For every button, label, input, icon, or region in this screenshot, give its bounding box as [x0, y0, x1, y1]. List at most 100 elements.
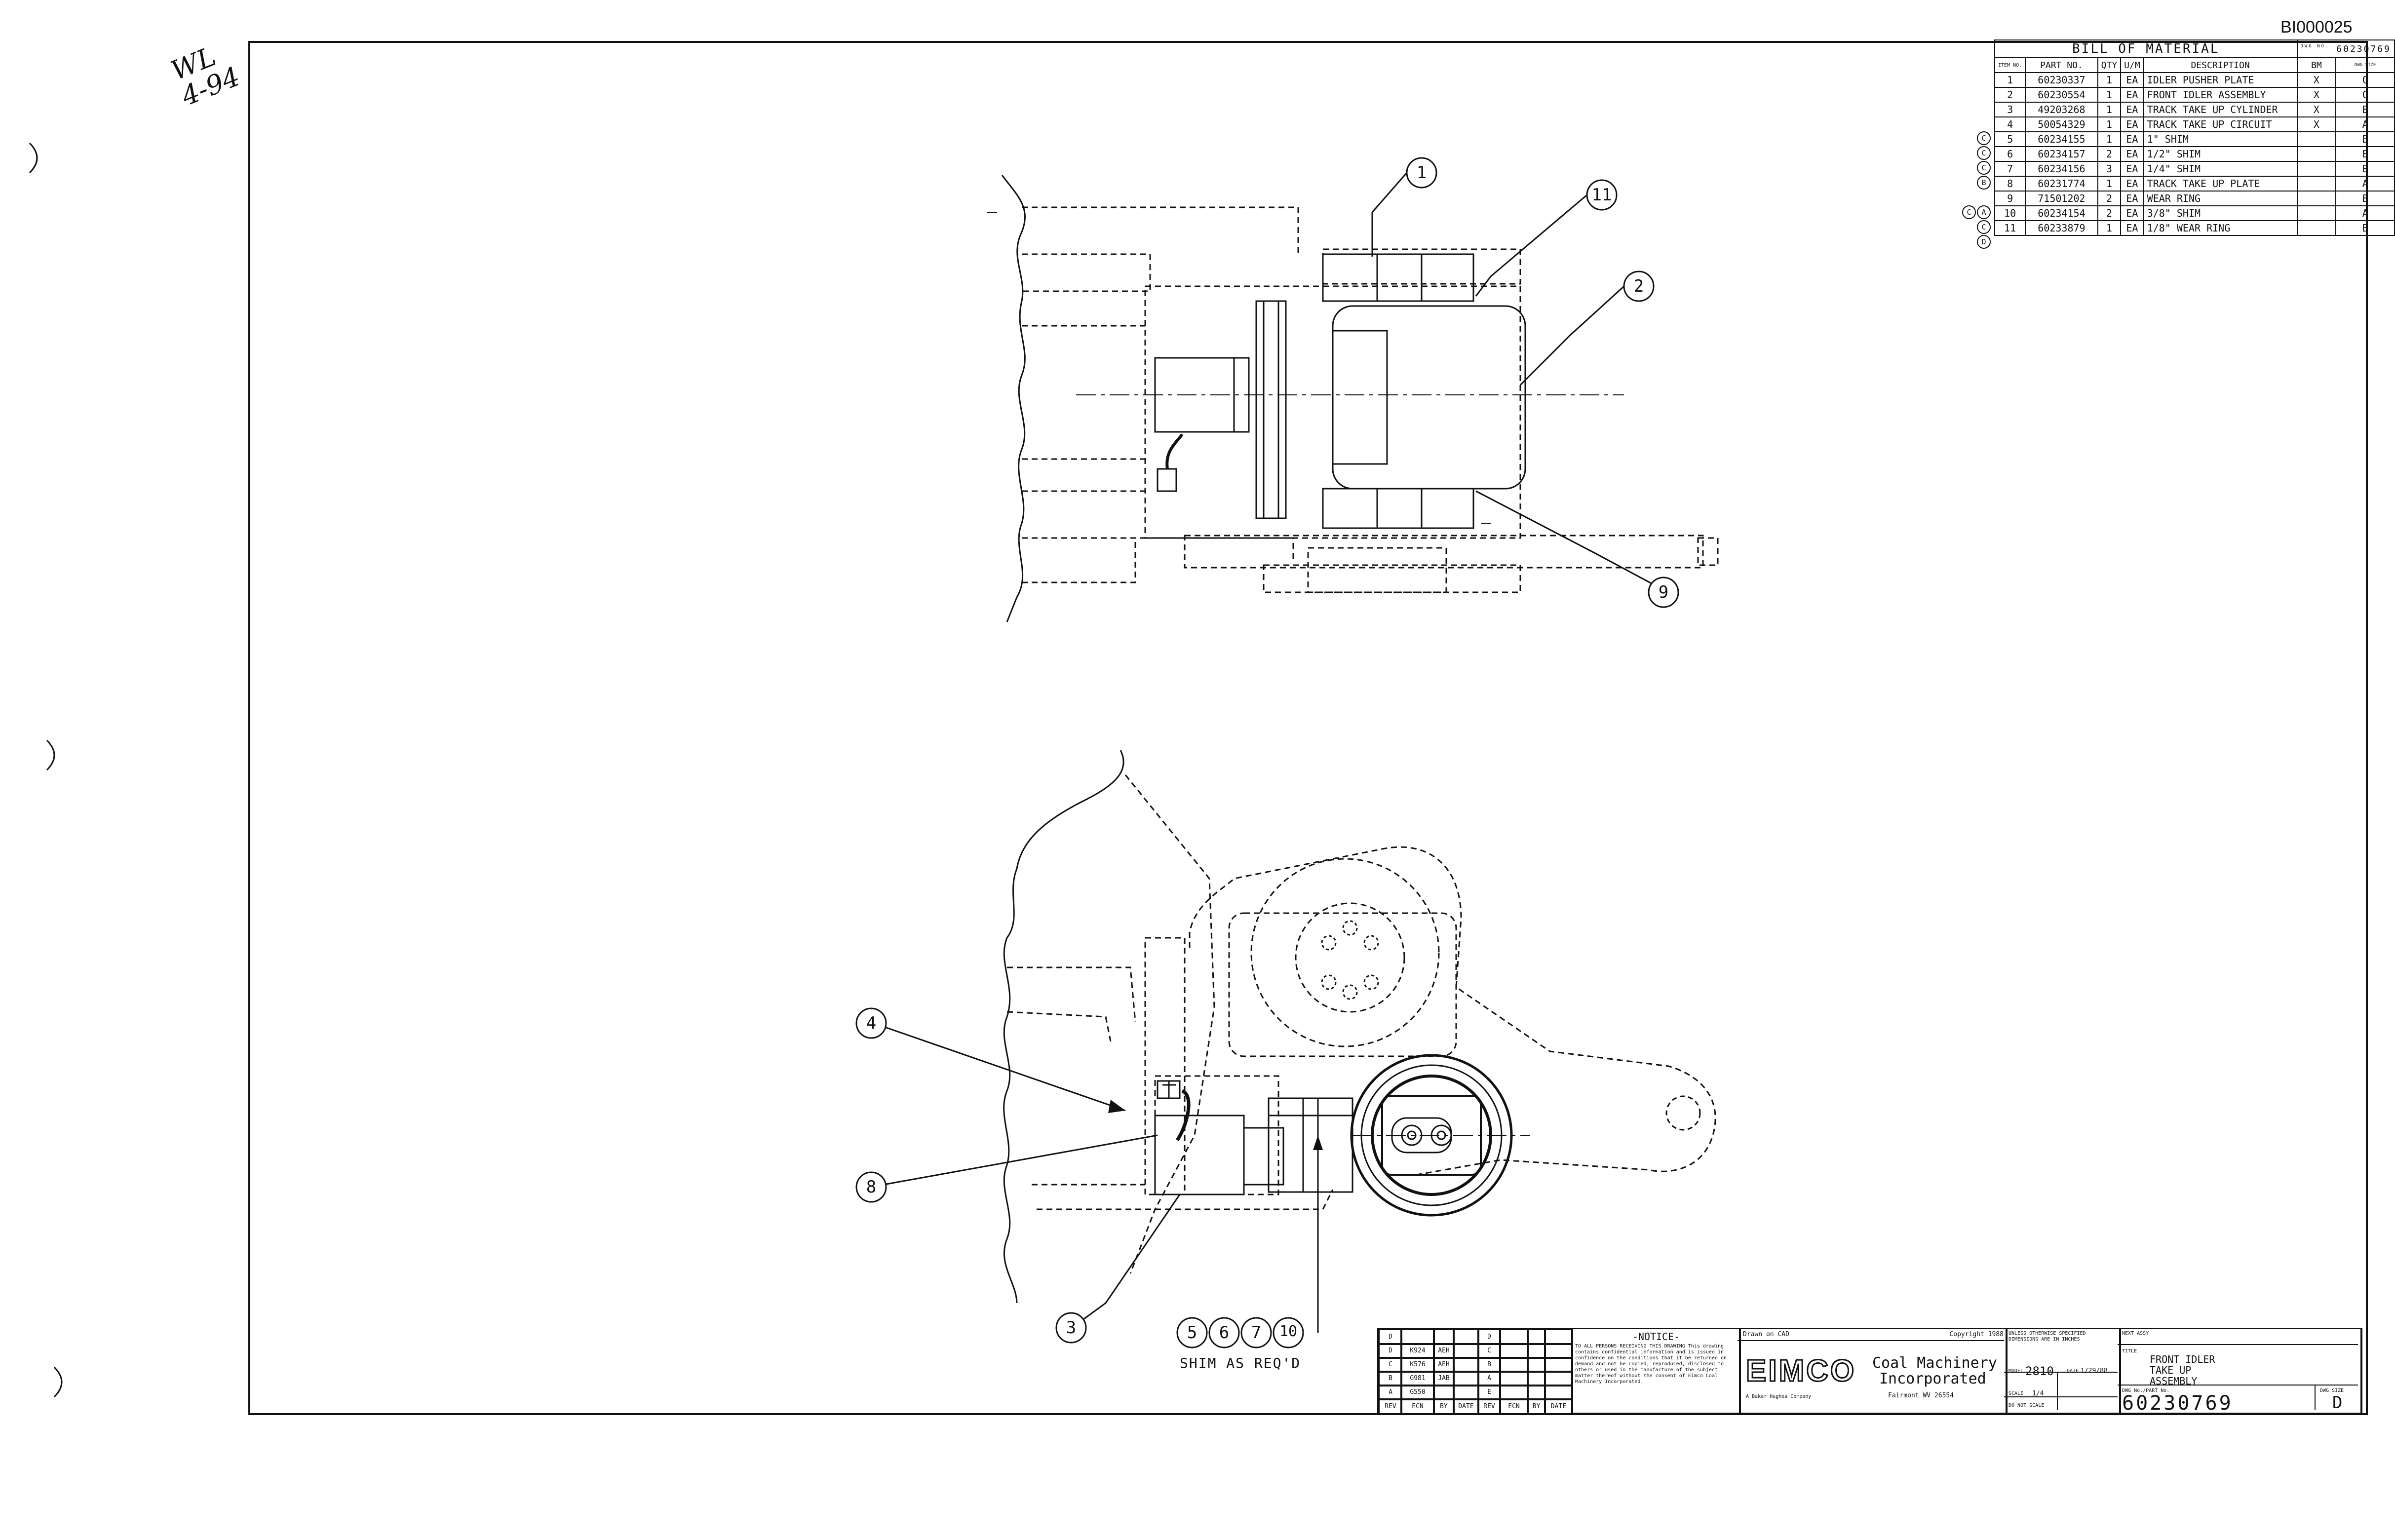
bom-size: B — [2335, 191, 2395, 206]
scan-mark — [29, 142, 38, 174]
cylinder-rod — [1243, 1127, 1284, 1186]
bom-size: A — [2335, 176, 2395, 192]
revision-empty-cell — [1527, 1371, 1546, 1386]
bom-qty: 1 — [2097, 131, 2122, 147]
bom-um: EA — [2120, 146, 2144, 162]
revision-by — [1433, 1329, 1455, 1345]
notice-box: -NOTICE- TO ALL PERSONS RECEIVING THIS D… — [1571, 1328, 1741, 1414]
revision-empty-cell — [1499, 1357, 1529, 1373]
revision-empty-cell — [1527, 1343, 1546, 1359]
bom-header-description: DESCRIPTION — [2143, 57, 2298, 73]
revision-date — [1453, 1357, 1479, 1373]
company-box: Drawn on CAD Copyright 1988 EIMCO Coal M… — [1739, 1328, 2008, 1414]
bom-part-no: 60234155 — [2025, 131, 2098, 147]
idler-hub — [1332, 330, 1388, 465]
frame-outline — [1022, 253, 1151, 292]
frame-outline — [1022, 206, 1299, 257]
bom-description: TRACK TAKE UP CYLINDER — [2143, 102, 2298, 117]
revision-marker: C — [1977, 131, 1991, 145]
bom-bm — [2296, 205, 2337, 221]
bom-part-no: 60234156 — [2025, 161, 2098, 177]
revision-letter: A — [1379, 1385, 1402, 1400]
revision-letter: C — [1379, 1357, 1402, 1373]
bom-header-bm: BM — [2296, 57, 2337, 73]
revision-letter-right: A — [1477, 1371, 1501, 1386]
bom-item: 6 — [1994, 146, 2026, 162]
bom-um: EA — [2120, 191, 2144, 206]
document-id: BI000025 — [2280, 18, 2353, 37]
bom-description: FRONT IDLER ASSEMBLY — [2143, 87, 2298, 103]
scale-value: 1/4 — [2032, 1390, 2044, 1397]
arrow-heads — [1108, 1100, 1323, 1150]
frame-outline — [1022, 538, 1136, 583]
bom-um: EA — [2120, 161, 2144, 177]
bom-part-no: 60234154 — [2025, 205, 2098, 221]
bom-size: C — [2335, 72, 2395, 88]
bom-part-no: 50054329 — [2025, 116, 2098, 132]
revision-date — [1453, 1385, 1479, 1400]
balloon-11: 11 — [1591, 185, 1612, 205]
revision-date — [1453, 1343, 1479, 1359]
title-line-1: FRONT IDLER — [2150, 1353, 2215, 1365]
balloon-1: 1 — [1416, 163, 1427, 183]
bom-header-um: U/M — [2120, 57, 2144, 73]
bom-bm: X — [2296, 72, 2337, 88]
bom-um: EA — [2120, 102, 2144, 117]
revision-ecn — [1400, 1329, 1435, 1345]
revision-empty-cell — [1499, 1329, 1529, 1345]
revision-by — [1433, 1385, 1455, 1400]
bom-bm: X — [2296, 116, 2337, 132]
balloon-6: 6 — [1219, 1323, 1230, 1343]
bom-description: WEAR RING — [2143, 191, 2298, 206]
company-sub: A Baker Hughes Company — [1746, 1394, 1812, 1399]
bom-dwg-value: 60230769 — [2336, 43, 2391, 54]
drawn-on-cad: Drawn on CAD — [1743, 1331, 1789, 1338]
frame-outline — [1184, 535, 1704, 569]
bom-bm: X — [2296, 87, 2337, 103]
bom-description: TRACK TAKE UP CIRCUIT — [2143, 116, 2298, 132]
revision-empty-cell — [1544, 1329, 1573, 1345]
bom-um: EA — [2120, 116, 2144, 132]
do-not-scale: DO NOT SCALE — [2009, 1403, 2045, 1408]
balloon-8: 8 — [866, 1177, 877, 1197]
bom-size: B — [2335, 146, 2395, 162]
bom-item: 7 — [1994, 161, 2026, 177]
frame-side — [1124, 774, 1215, 1274]
revision-header: ECN — [1499, 1398, 1529, 1415]
revision-header: DATE — [1544, 1398, 1573, 1415]
frame-outline — [1307, 547, 1447, 593]
bom-qty: 1 — [2097, 72, 2122, 88]
bom-dwg-label: DWG NO. — [2300, 43, 2330, 49]
bom-um: EA — [2120, 176, 2144, 192]
arm-hole — [1665, 1095, 1701, 1131]
bom-header-qty: QTY — [2097, 57, 2122, 73]
bom-um: EA — [2120, 131, 2144, 147]
balloon-circles — [855, 157, 1679, 1348]
bom-item: 5 — [1994, 131, 2026, 147]
bom-qty: 2 — [2097, 146, 2122, 162]
bom-part-no: 60233879 — [2025, 220, 2098, 236]
arm-inner — [1228, 912, 1457, 1057]
bom-item: 3 — [1994, 102, 2026, 117]
frame-outline — [1697, 537, 1719, 566]
revision-header: ECN — [1400, 1398, 1435, 1415]
dwg-no-value: 60230769 — [2122, 1392, 2233, 1415]
balloon-9: 9 — [1658, 582, 1669, 602]
revision-marker: C — [1977, 146, 1991, 160]
revision-ecn: K924 — [1400, 1343, 1435, 1359]
model-value: 2810 — [2025, 1364, 2054, 1378]
scale-label: SCALE — [2009, 1391, 2024, 1396]
bom-size: B — [2335, 131, 2395, 147]
bom-item: 9 — [1994, 191, 2026, 206]
revision-letter-right: C — [1477, 1343, 1501, 1359]
revision-ecn: G550 — [1400, 1385, 1435, 1400]
date-label: DATE — [2067, 1368, 2079, 1374]
